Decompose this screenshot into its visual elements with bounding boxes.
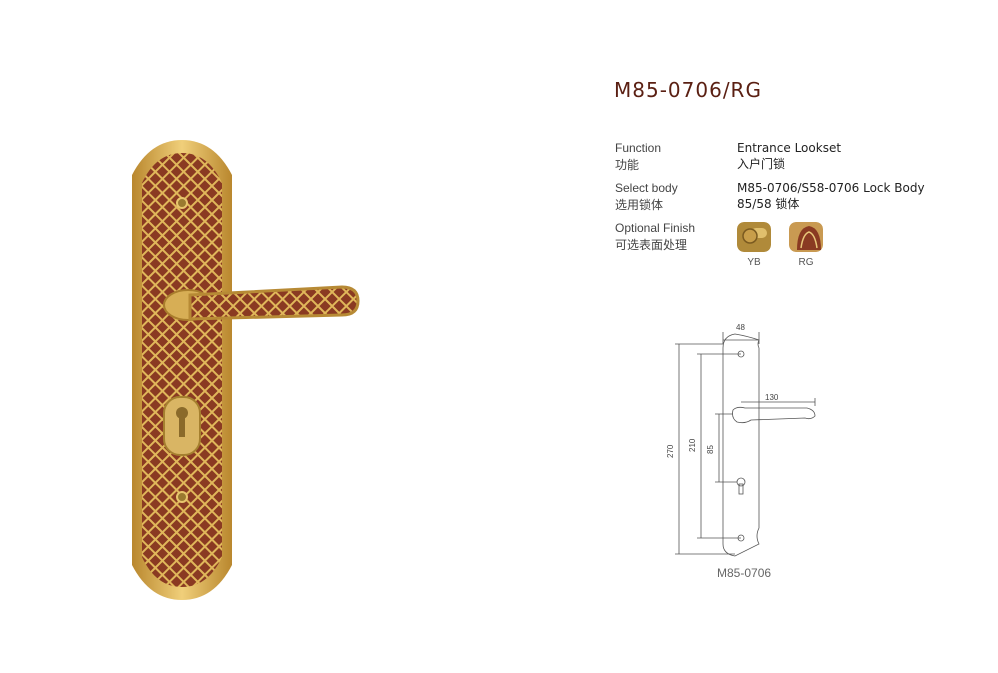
function-label: Function 功能 — [615, 140, 661, 174]
finish-rg-label: RG — [798, 257, 814, 268]
finish-rg-swatch — [789, 222, 823, 252]
finish-label-cn: 可选表面处理 — [615, 238, 688, 252]
dim-lever-length: 130 — [765, 393, 779, 402]
function-value: Entrance Lookset 入户门锁 — [737, 140, 841, 172]
finish-yb-swatch — [737, 222, 771, 252]
lockbody-value-cn: 85/58 锁体 — [737, 197, 800, 211]
function-value-cn: 入户门锁 — [737, 157, 786, 171]
function-label-en: Function — [615, 141, 662, 155]
finish-label-en: Optional Finish — [615, 221, 696, 235]
product-photo — [132, 140, 360, 600]
lockbody-value-en: M85-0706/S58-0706 Lock Body — [737, 181, 925, 195]
dim-backset: 85 — [706, 445, 715, 454]
finish-label: Optional Finish 可选表面处理 — [615, 220, 695, 254]
function-label-cn: 功能 — [615, 158, 640, 172]
dim-plate-height: 270 — [666, 444, 675, 458]
drawing-caption: M85-0706 — [717, 566, 772, 580]
lockbody-label-en: Select body — [615, 181, 678, 195]
lockbody-label: Select body 选用锁体 — [615, 180, 678, 214]
model-title: M85-0706/RG — [614, 78, 762, 102]
dim-plate-width: 48 — [736, 323, 745, 332]
finish-yb[interactable]: YB — [737, 222, 771, 268]
finish-yb-label: YB — [747, 257, 761, 268]
lockbody-value: M85-0706/S58-0706 Lock Body 85/58 锁体 — [737, 180, 925, 212]
technical-drawing: 48 130 270 210 85 — [666, 323, 816, 557]
dim-hole-distance: 210 — [688, 438, 697, 452]
finish-rg[interactable]: RG — [789, 222, 823, 268]
function-value-en: Entrance Lookset — [737, 141, 842, 155]
lockbody-label-cn: 选用锁体 — [615, 198, 664, 212]
